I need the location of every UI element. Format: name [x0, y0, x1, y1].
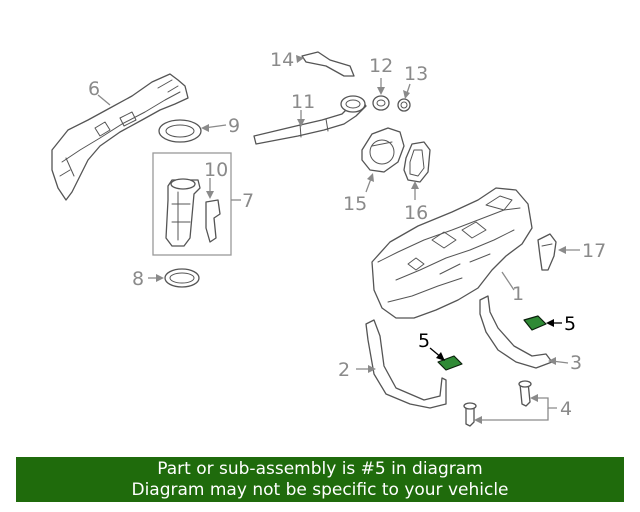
- callout-17: 17: [582, 240, 606, 262]
- callout-16: 16: [404, 202, 428, 224]
- callout-15: 15: [343, 193, 367, 215]
- leader-lines-part-5: [429, 319, 562, 361]
- callout-14: 14: [270, 49, 294, 71]
- part-11-filler-pipe: [253, 95, 367, 145]
- parts-diagram: 1 2 3 4 5 5 6 7 8 9 10 11 12 13 14 15 16…: [51, 49, 606, 427]
- part-4-bolt-lower: [463, 402, 477, 427]
- callout-7: 7: [242, 190, 254, 212]
- info-banner: Part or sub-assembly is #5 in diagram Di…: [16, 457, 624, 502]
- part-5-clip-highlighted-upper: [523, 315, 547, 331]
- leader-lines: [97, 55, 580, 424]
- callout-13: 13: [404, 63, 428, 85]
- part-9-gasket: [158, 119, 202, 143]
- callout-5-upper: 5: [564, 313, 576, 335]
- callout-8: 8: [132, 268, 144, 290]
- callout-9: 9: [228, 115, 240, 137]
- callout-12: 12: [369, 55, 393, 77]
- part-16-fuel-door: [403, 141, 431, 183]
- callout-2: 2: [338, 359, 350, 381]
- callout-labels: 1 2 3 4 5 5 6 7 8 9 10 11 12 13 14 15 16…: [88, 49, 606, 420]
- banner-line-1: Part or sub-assembly is #5 in diagram: [157, 458, 483, 479]
- part-12-cap-seal: [372, 95, 390, 111]
- part-10-level-sender: [205, 199, 221, 243]
- part-14-clip: [301, 51, 355, 77]
- part-8-o-ring: [164, 268, 200, 288]
- callout-6: 6: [88, 78, 100, 100]
- callout-5-lower: 5: [418, 330, 430, 352]
- callout-1: 1: [512, 283, 524, 305]
- callout-3: 3: [570, 352, 582, 374]
- part-6-heat-shield: [51, 73, 189, 201]
- part-17-sensor: [537, 233, 557, 271]
- part-3-tank-strap: [479, 295, 553, 369]
- part-7-fuel-pump-module: [152, 152, 232, 256]
- part-5-clip-highlighted-lower: [437, 355, 463, 371]
- banner-line-2: Diagram may not be specific to your vehi…: [131, 479, 509, 500]
- part-4-bolt-upper: [518, 380, 532, 407]
- callout-11: 11: [291, 91, 315, 113]
- callout-10: 10: [204, 159, 228, 181]
- part-2-tank-strap: [365, 319, 447, 409]
- callout-4: 4: [560, 398, 572, 420]
- part-13-grommet: [397, 98, 411, 112]
- part-15-filler-housing: [361, 127, 405, 173]
- part-1-fuel-tank: [371, 187, 533, 319]
